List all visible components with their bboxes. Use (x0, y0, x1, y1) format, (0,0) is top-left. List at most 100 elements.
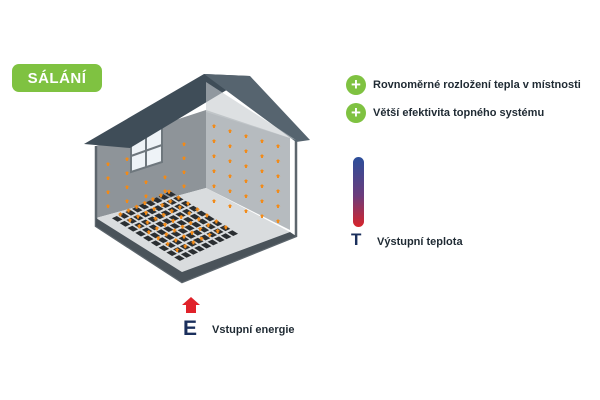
energy-letter: E (183, 317, 198, 340)
heat-arrow-icon (158, 193, 164, 198)
plus-icon: + (346, 103, 366, 123)
heat-arrow-icon (259, 214, 265, 218)
mat-tile (220, 233, 232, 240)
mat-tile (139, 211, 151, 218)
mat-tile (178, 235, 190, 242)
temperature-label: Výstupní teplota (377, 236, 463, 248)
heat-arrow-icon (178, 214, 184, 220)
heat-arrow-icon (227, 204, 233, 208)
heat-arrow-icon (190, 240, 196, 245)
mat-tile (175, 211, 186, 218)
heat-arrow-icon (211, 124, 217, 128)
heat-arrow-icon (227, 129, 233, 133)
heat-arrow-icon (213, 219, 219, 224)
mat-tile (200, 242, 212, 249)
energy-label: Vstupní energie (212, 324, 295, 336)
heat-arrow-icon (259, 154, 265, 158)
mat-tile (147, 216, 159, 223)
heat-arrow-icon (173, 238, 179, 243)
mat-tile (119, 220, 131, 227)
heat-arrow-icon (275, 219, 281, 223)
mat-tile (127, 225, 139, 232)
back-wall (206, 110, 290, 230)
heat-arrow-icon (211, 139, 217, 143)
heat-arrow-icon (163, 232, 169, 237)
heat-arrow-icon (275, 174, 281, 178)
heat-arrow-icon (215, 228, 221, 234)
heat-arrow-icon (117, 212, 124, 217)
heat-arrow-icon (196, 217, 202, 222)
mat-tile (143, 235, 154, 242)
heat-arrow-icon (142, 200, 148, 205)
mat-tile (146, 208, 157, 215)
mat-tile (163, 226, 174, 233)
heat-arrow-icon (194, 207, 201, 212)
heat-arrow-icon (179, 224, 186, 229)
heat-arrow-icon (124, 157, 130, 161)
heat-arrow-icon (243, 134, 249, 138)
roof-right (204, 74, 310, 142)
heat-arrow-icon (127, 218, 133, 223)
mat-tile (145, 200, 156, 207)
mat-tile (165, 191, 176, 197)
heat-arrow-icon (204, 213, 210, 218)
mat-tile (150, 240, 162, 247)
heat-arrow-icon (124, 199, 130, 203)
heat-arrow-icon (243, 179, 249, 183)
mat-tile (157, 237, 169, 244)
mat-tile (184, 224, 195, 231)
heat-arrow-icon (151, 206, 157, 211)
mat-tile (174, 255, 185, 261)
heat-arrow-icon (206, 232, 213, 237)
mat-tile (206, 231, 217, 238)
heat-arrow-icon (259, 139, 265, 143)
mat-tile (171, 239, 183, 245)
heat-arrow-icon (181, 142, 187, 146)
heat-arrow-icon (165, 241, 171, 247)
heat-arrow-icon (105, 190, 111, 194)
mat-tile (194, 245, 205, 252)
heat-arrow-icon (227, 159, 233, 163)
heat-arrows (105, 124, 281, 252)
heat-arrow-icon (146, 230, 152, 235)
benefit-item: + Větší efektivita topného systému (346, 102, 581, 124)
mat-tile (199, 234, 211, 241)
heat-arrow-icon (205, 222, 211, 228)
heat-arrow-icon (181, 184, 187, 188)
heat-arrow-icon (197, 226, 203, 231)
heat-arrow-icon (134, 204, 140, 209)
mat-tile (190, 221, 202, 228)
mat-tile (169, 223, 181, 229)
mat-tile (177, 227, 189, 234)
temperature-letter: T (351, 230, 362, 249)
heat-arrow-icon (243, 209, 249, 213)
heat-arrow-icon (259, 184, 265, 188)
heat-arrow-icon (181, 170, 187, 174)
heat-arrow-icon (143, 210, 149, 215)
mat-tile (187, 248, 199, 255)
heat-arrow-icon (211, 154, 217, 158)
heat-arrow-icon (181, 156, 187, 160)
heat-arrow-icon (227, 144, 233, 148)
mat-tile (138, 203, 150, 210)
heat-arrow-icon (152, 216, 159, 221)
badge-label: SÁLÁNÍ (27, 69, 87, 87)
heat-arrow-icon (182, 244, 188, 249)
heat-arrow-icon (259, 169, 265, 173)
heat-arrow-icon (188, 220, 194, 225)
mat-tile (186, 240, 197, 247)
benefit-text: Větší efektivita topného systému (373, 107, 545, 119)
mat-tile (160, 210, 172, 217)
heat-arrow-icon (167, 199, 174, 204)
mat-tile (156, 229, 167, 236)
mat-tile (155, 221, 166, 228)
heat-arrow-icon (275, 189, 281, 193)
mat-tile (158, 245, 170, 252)
energy-arrow-icon (182, 297, 200, 313)
heat-arrow-icon (124, 185, 130, 189)
heat-arrow-icon (136, 224, 142, 229)
plus-icon: + (346, 75, 366, 95)
heat-arrow-icon (105, 176, 111, 180)
heat-arrow-icon (275, 159, 281, 163)
mat-tile (111, 215, 123, 222)
